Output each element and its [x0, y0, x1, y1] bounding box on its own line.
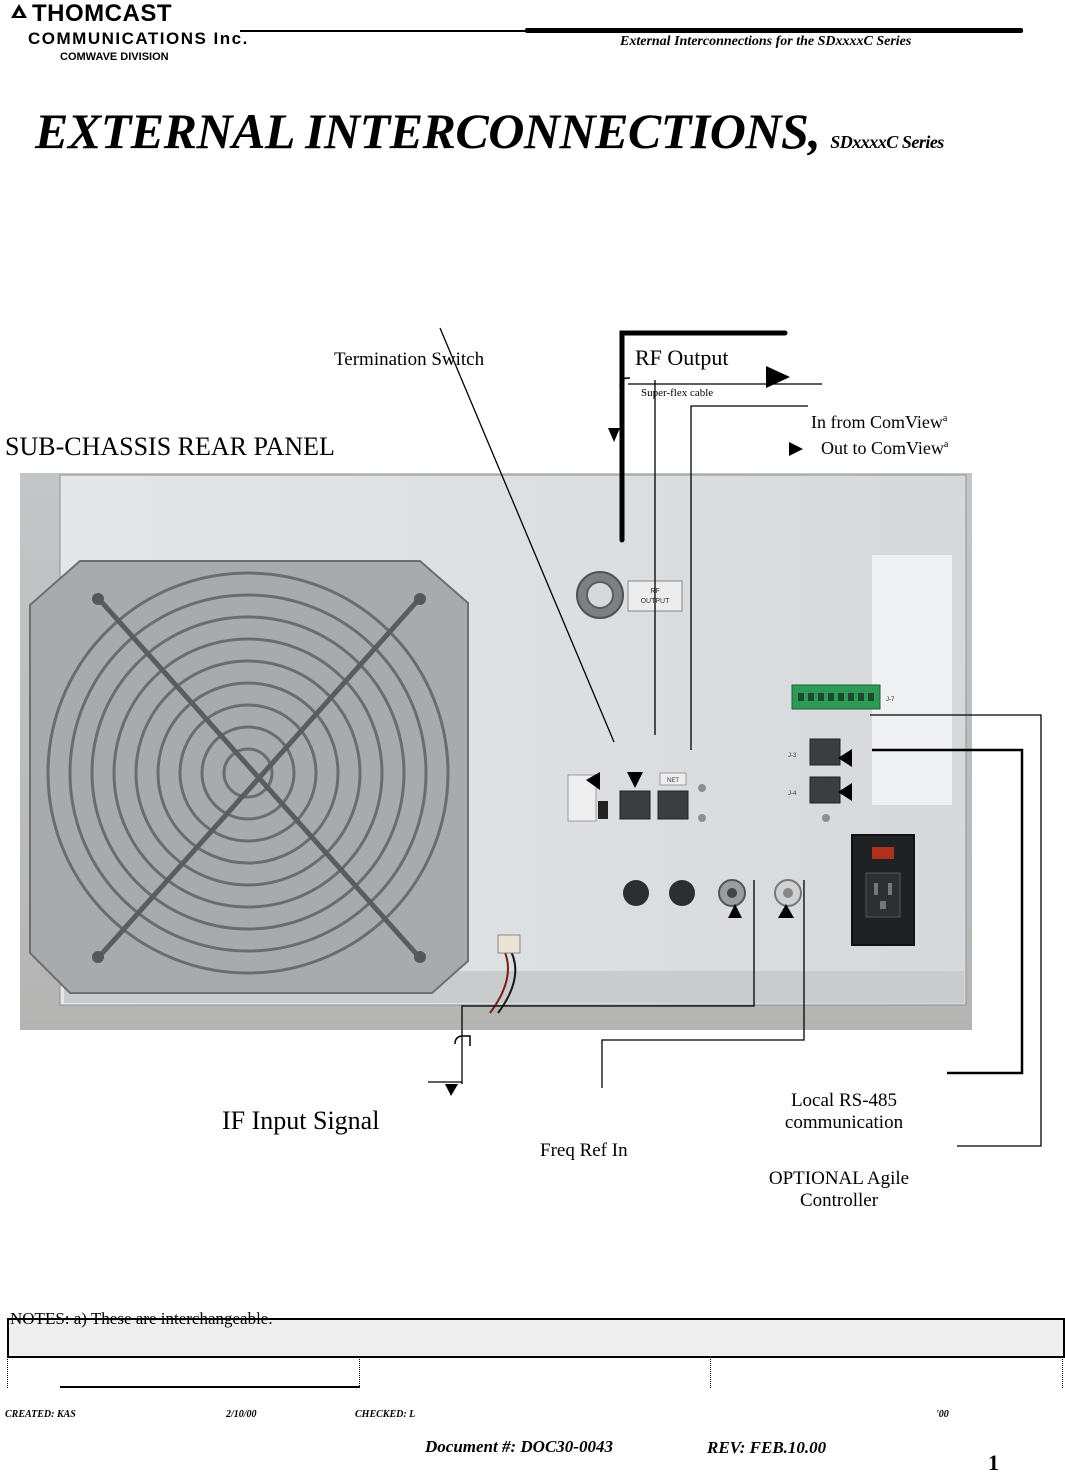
label-agile-line2: Controller	[799, 1190, 879, 1211]
running-header: External Interconnections for the SDxxxx…	[620, 34, 912, 49]
label-rs485-line1: Local RS-485	[790, 1090, 898, 1111]
label-out-to-comview: Out to ComViewa	[821, 438, 949, 458]
label-superflex-cable: Super-flex cable	[641, 387, 714, 399]
label-in-from-comview: In from ComViewa	[811, 412, 948, 432]
port-j4-label: J-4	[788, 791, 797, 797]
footnote-mark-in: a	[942, 413, 948, 424]
footer-rule-created	[60, 1386, 360, 1388]
if-input-bnc	[718, 879, 746, 907]
footer-box	[7, 1318, 1065, 1358]
label-rs485: Local RS-485 communication	[760, 1090, 928, 1134]
brand-name: THOMCAST	[32, 0, 172, 27]
page-number: 1	[988, 1450, 999, 1475]
header-rule-thick	[525, 28, 1023, 33]
if-input-down-arrow-icon	[445, 1084, 458, 1096]
division-name: COMWAVE DIVISION	[60, 51, 169, 63]
label-rs485-line2: communication	[784, 1112, 904, 1133]
rf-output-cable	[619, 330, 788, 543]
termination-switch-leader	[439, 327, 615, 743]
label-subchassis-rear-panel: SUB-CHASSIS REAR PANEL	[5, 432, 335, 461]
comview-in-leader	[690, 405, 808, 750]
label-if-input-signal: IF Input Signal	[222, 1106, 380, 1135]
power-entry-module	[851, 834, 915, 946]
rf-cable-down-arrow-icon	[608, 428, 620, 442]
footer-created: CREATED: KAS	[5, 1409, 76, 1420]
rear-panel-illustration: RF OUTPUT J-7 J-3 J-4	[20, 473, 972, 1030]
label-freq-ref-in: Freq Ref In	[540, 1140, 628, 1161]
page-title: EXTERNAL INTERCONNECTIONS, SDxxxxC Series	[35, 102, 944, 160]
freq-ref-leader	[601, 880, 805, 1088]
rs485-j3-arrow-icon	[838, 749, 852, 767]
if-input-up-arrow-icon	[728, 904, 742, 918]
footer-sep-3	[710, 1356, 711, 1388]
page-title-series: SDxxxxC Series	[830, 132, 944, 152]
label-termination-switch: Termination Switch	[334, 349, 485, 370]
port-j3-label: J-3	[788, 753, 797, 759]
freq-ref-bnc	[774, 879, 802, 907]
agile-controller-leader	[870, 714, 1042, 1147]
rs485-leader	[872, 748, 1024, 1075]
label-agile-line1: OPTIONAL Agile	[768, 1168, 910, 1189]
footer-sep-4	[1062, 1356, 1063, 1388]
rf-cable-bend	[619, 377, 630, 387]
termination-switch-arrow-icon	[586, 772, 600, 790]
document-number: Document #: DOC30-0043	[425, 1437, 613, 1456]
footer-sep-1	[7, 1356, 8, 1388]
footer-sep-2	[359, 1356, 360, 1388]
footer-cell-rule-1	[7, 1356, 359, 1358]
header-rule-thin	[240, 30, 530, 32]
footnote-mark-out: a	[943, 439, 949, 450]
net-port-arrow-icon	[627, 772, 643, 788]
rs485-ports: J-3 J-4	[788, 738, 841, 804]
port-j7-label: J-7	[886, 697, 895, 703]
rs485-j4-arrow-icon	[838, 783, 852, 801]
label-agile-controller: OPTIONAL Agile Controller	[740, 1168, 938, 1212]
logo-mark-icon	[10, 0, 28, 28]
footer-checked-date: '00	[936, 1409, 949, 1420]
if-cable-bend	[454, 1035, 471, 1046]
brand-subtitle: COMMUNICATIONS Inc.	[28, 29, 249, 48]
footer-cell-rule-2	[359, 1356, 429, 1358]
notes: NOTES: a) These are interchangeable.	[10, 1309, 273, 1328]
revision: REV: FEB.10.00	[707, 1438, 827, 1457]
rear-panel-photo: RF OUTPUT J-7 J-3 J-4	[20, 473, 972, 1030]
rf-output-arrow-icon	[766, 366, 790, 388]
footer-checked: CHECKED: L	[355, 1409, 416, 1420]
if-input-leader	[461, 880, 755, 1084]
footer-created-date: 2/10/00	[226, 1409, 257, 1420]
company-logo: THOMCAST	[10, 0, 172, 28]
label-rf-output: RF Output	[635, 345, 729, 370]
terminal-block-j7: J-7	[791, 684, 895, 710]
comview-out-arrow-icon	[789, 442, 803, 456]
notes-strikethrough	[10, 1318, 332, 1319]
freq-ref-up-arrow-icon	[778, 904, 794, 918]
footer-cell-rule-3	[938, 1356, 1062, 1358]
page-title-main: EXTERNAL INTERCONNECTIONS,	[35, 103, 821, 159]
fan-housing	[29, 560, 469, 994]
net-label: NET	[667, 778, 679, 784]
